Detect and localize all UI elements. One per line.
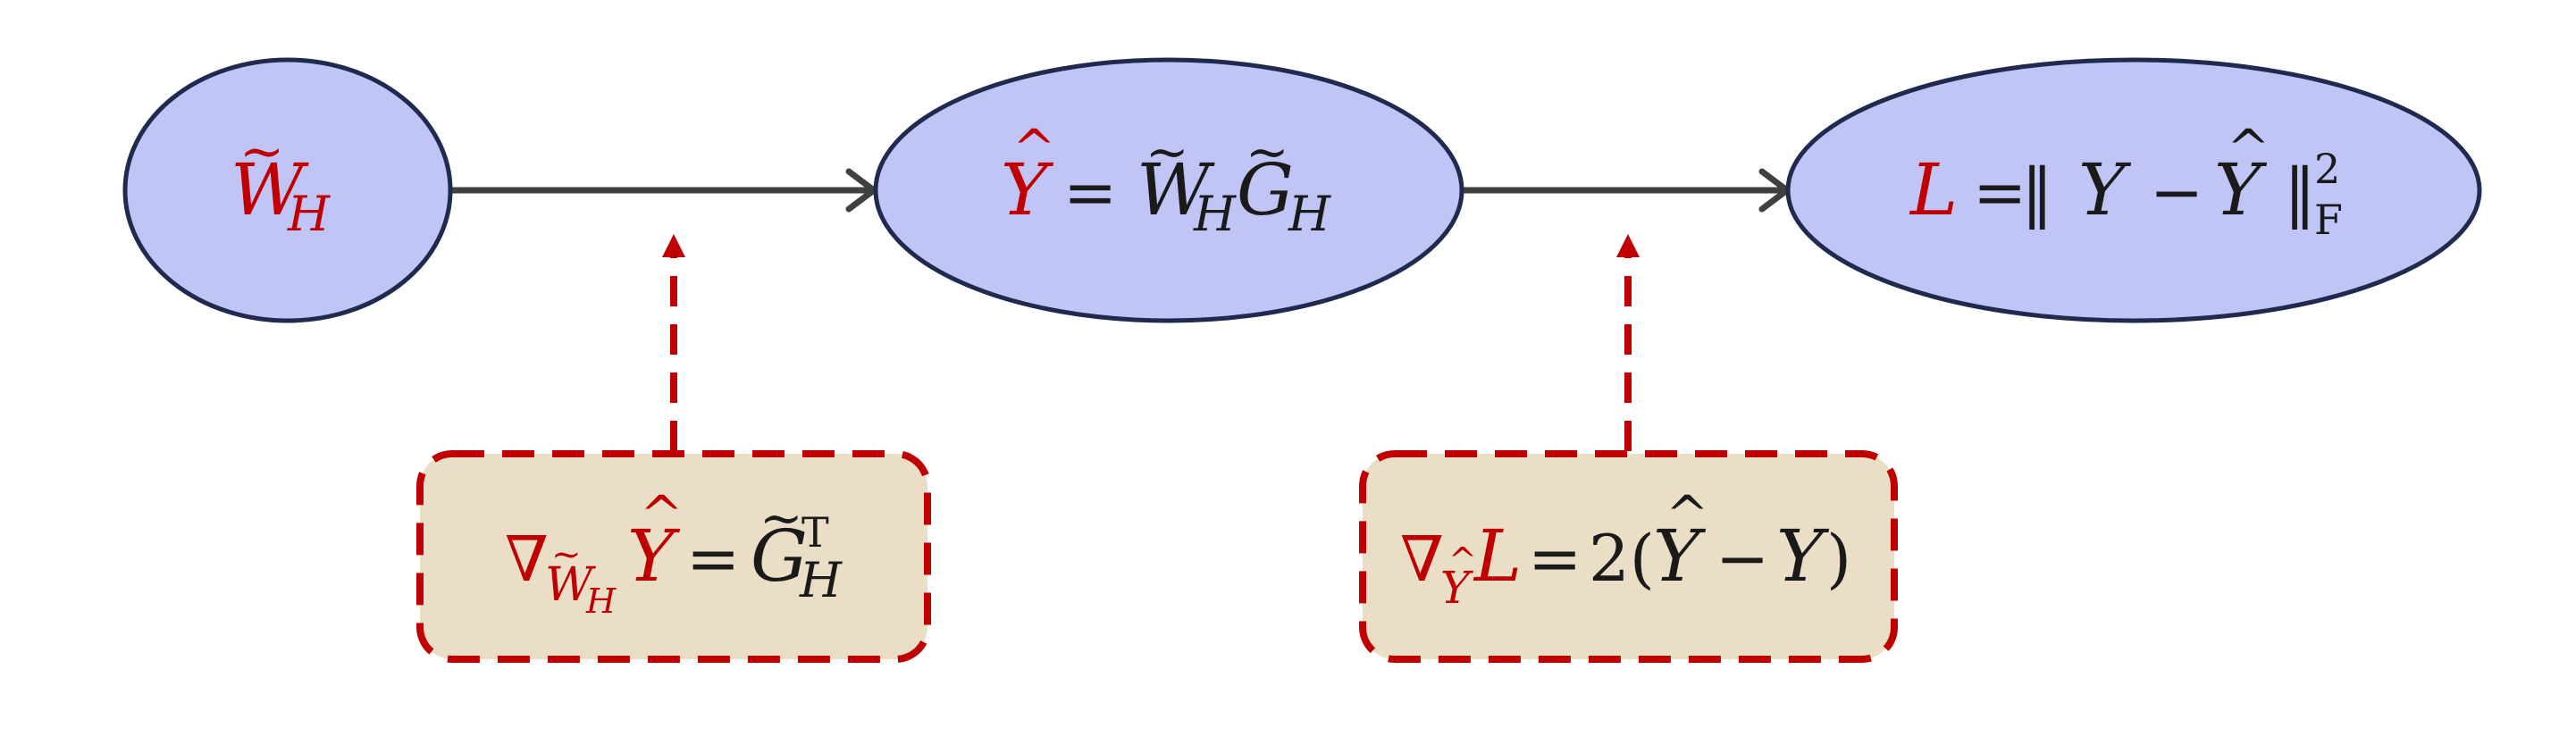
grad-w-result-sup: T <box>801 508 829 557</box>
loss-symbol: L <box>1909 148 1958 231</box>
grad-w-sub-subscript: H <box>585 582 617 621</box>
grad-y-target: L <box>1473 515 1522 598</box>
grad-w-result-tilde: ~ <box>759 488 803 548</box>
grad-w-equals: = <box>686 521 740 596</box>
node-w-label: W ~ H <box>231 121 331 242</box>
w-tilde: ~ <box>239 121 284 183</box>
yhat-g-tilde: ~ <box>1246 121 1289 182</box>
loss-yhat-hat: ^ <box>2227 118 2270 179</box>
grad-y-minus: − <box>1716 521 1769 596</box>
loss-norm-left: ‖ <box>2021 155 2053 230</box>
grad-y-label: ∇ Y ^ L = 2( Y ^ − Y ) <box>1400 484 1851 614</box>
grad-y-yhat: Y <box>1653 515 1707 598</box>
grad-w-result: G <box>751 515 808 598</box>
grad-w-sub-symbol: W <box>545 558 596 612</box>
grad-w-label: ∇ W ~ H Y ^ = G ~ H T <box>505 484 843 621</box>
loss-yhat: Y <box>2214 148 2268 231</box>
node-yhat-label: Y ^ = W ~ H G ~ H <box>1001 118 1331 242</box>
loss-y: Y <box>2078 148 2132 231</box>
loss-norm-right: ‖ <box>2284 155 2316 230</box>
grad-y-y: Y <box>1776 515 1830 598</box>
grad-y-yhat-hat: ^ <box>1666 484 1709 545</box>
grad-w-target-hat: ^ <box>640 484 684 545</box>
gradient-box-w <box>416 450 931 663</box>
w-symbol: W <box>231 148 309 231</box>
loss-equals: = <box>1973 155 2026 230</box>
yhat-g-symbol: G <box>1237 148 1294 231</box>
grad-w-target: Y <box>627 515 681 598</box>
gradient-arrowhead-y <box>1616 234 1640 257</box>
node-y-hat <box>873 57 1464 323</box>
yhat-w-tilde: ~ <box>1145 121 1189 182</box>
node-loss <box>1785 57 2482 323</box>
yhat-equals: = <box>1063 155 1117 230</box>
yhat-w-symbol: W <box>1137 148 1215 231</box>
grad-w-nabla: ∇ <box>505 523 549 596</box>
grad-y-nabla: ∇ <box>1400 523 1444 596</box>
node-w-tilde <box>122 57 453 323</box>
grad-w-sub-tilde: ~ <box>551 534 582 575</box>
grad-y-equals: = <box>1528 521 1582 596</box>
loss-norm-sup: 2 <box>2314 145 2340 193</box>
yhat-hat: ^ <box>1012 118 1056 179</box>
loss-minus: − <box>2150 155 2203 230</box>
grad-w-result-sub: H <box>799 552 843 608</box>
w-subscript: H <box>287 186 331 242</box>
grad-y-sub-hat: ^ <box>1448 540 1477 580</box>
yhat-g-subscript: H <box>1288 186 1331 242</box>
node-loss-label: L = ‖ Y − Y ^ ‖ 2 F <box>1909 118 2343 244</box>
yhat-w-subscript: H <box>1193 186 1237 242</box>
gradient-box-y <box>1359 450 1898 663</box>
grad-y-sub-symbol: Y <box>1440 562 1473 614</box>
gradient-arrowhead-w <box>662 234 685 257</box>
grad-y-close: ) <box>1826 521 1851 596</box>
yhat-symbol: Y <box>1001 148 1054 231</box>
grad-y-coef: 2( <box>1589 521 1655 596</box>
loss-norm-sub: F <box>2314 196 2343 244</box>
